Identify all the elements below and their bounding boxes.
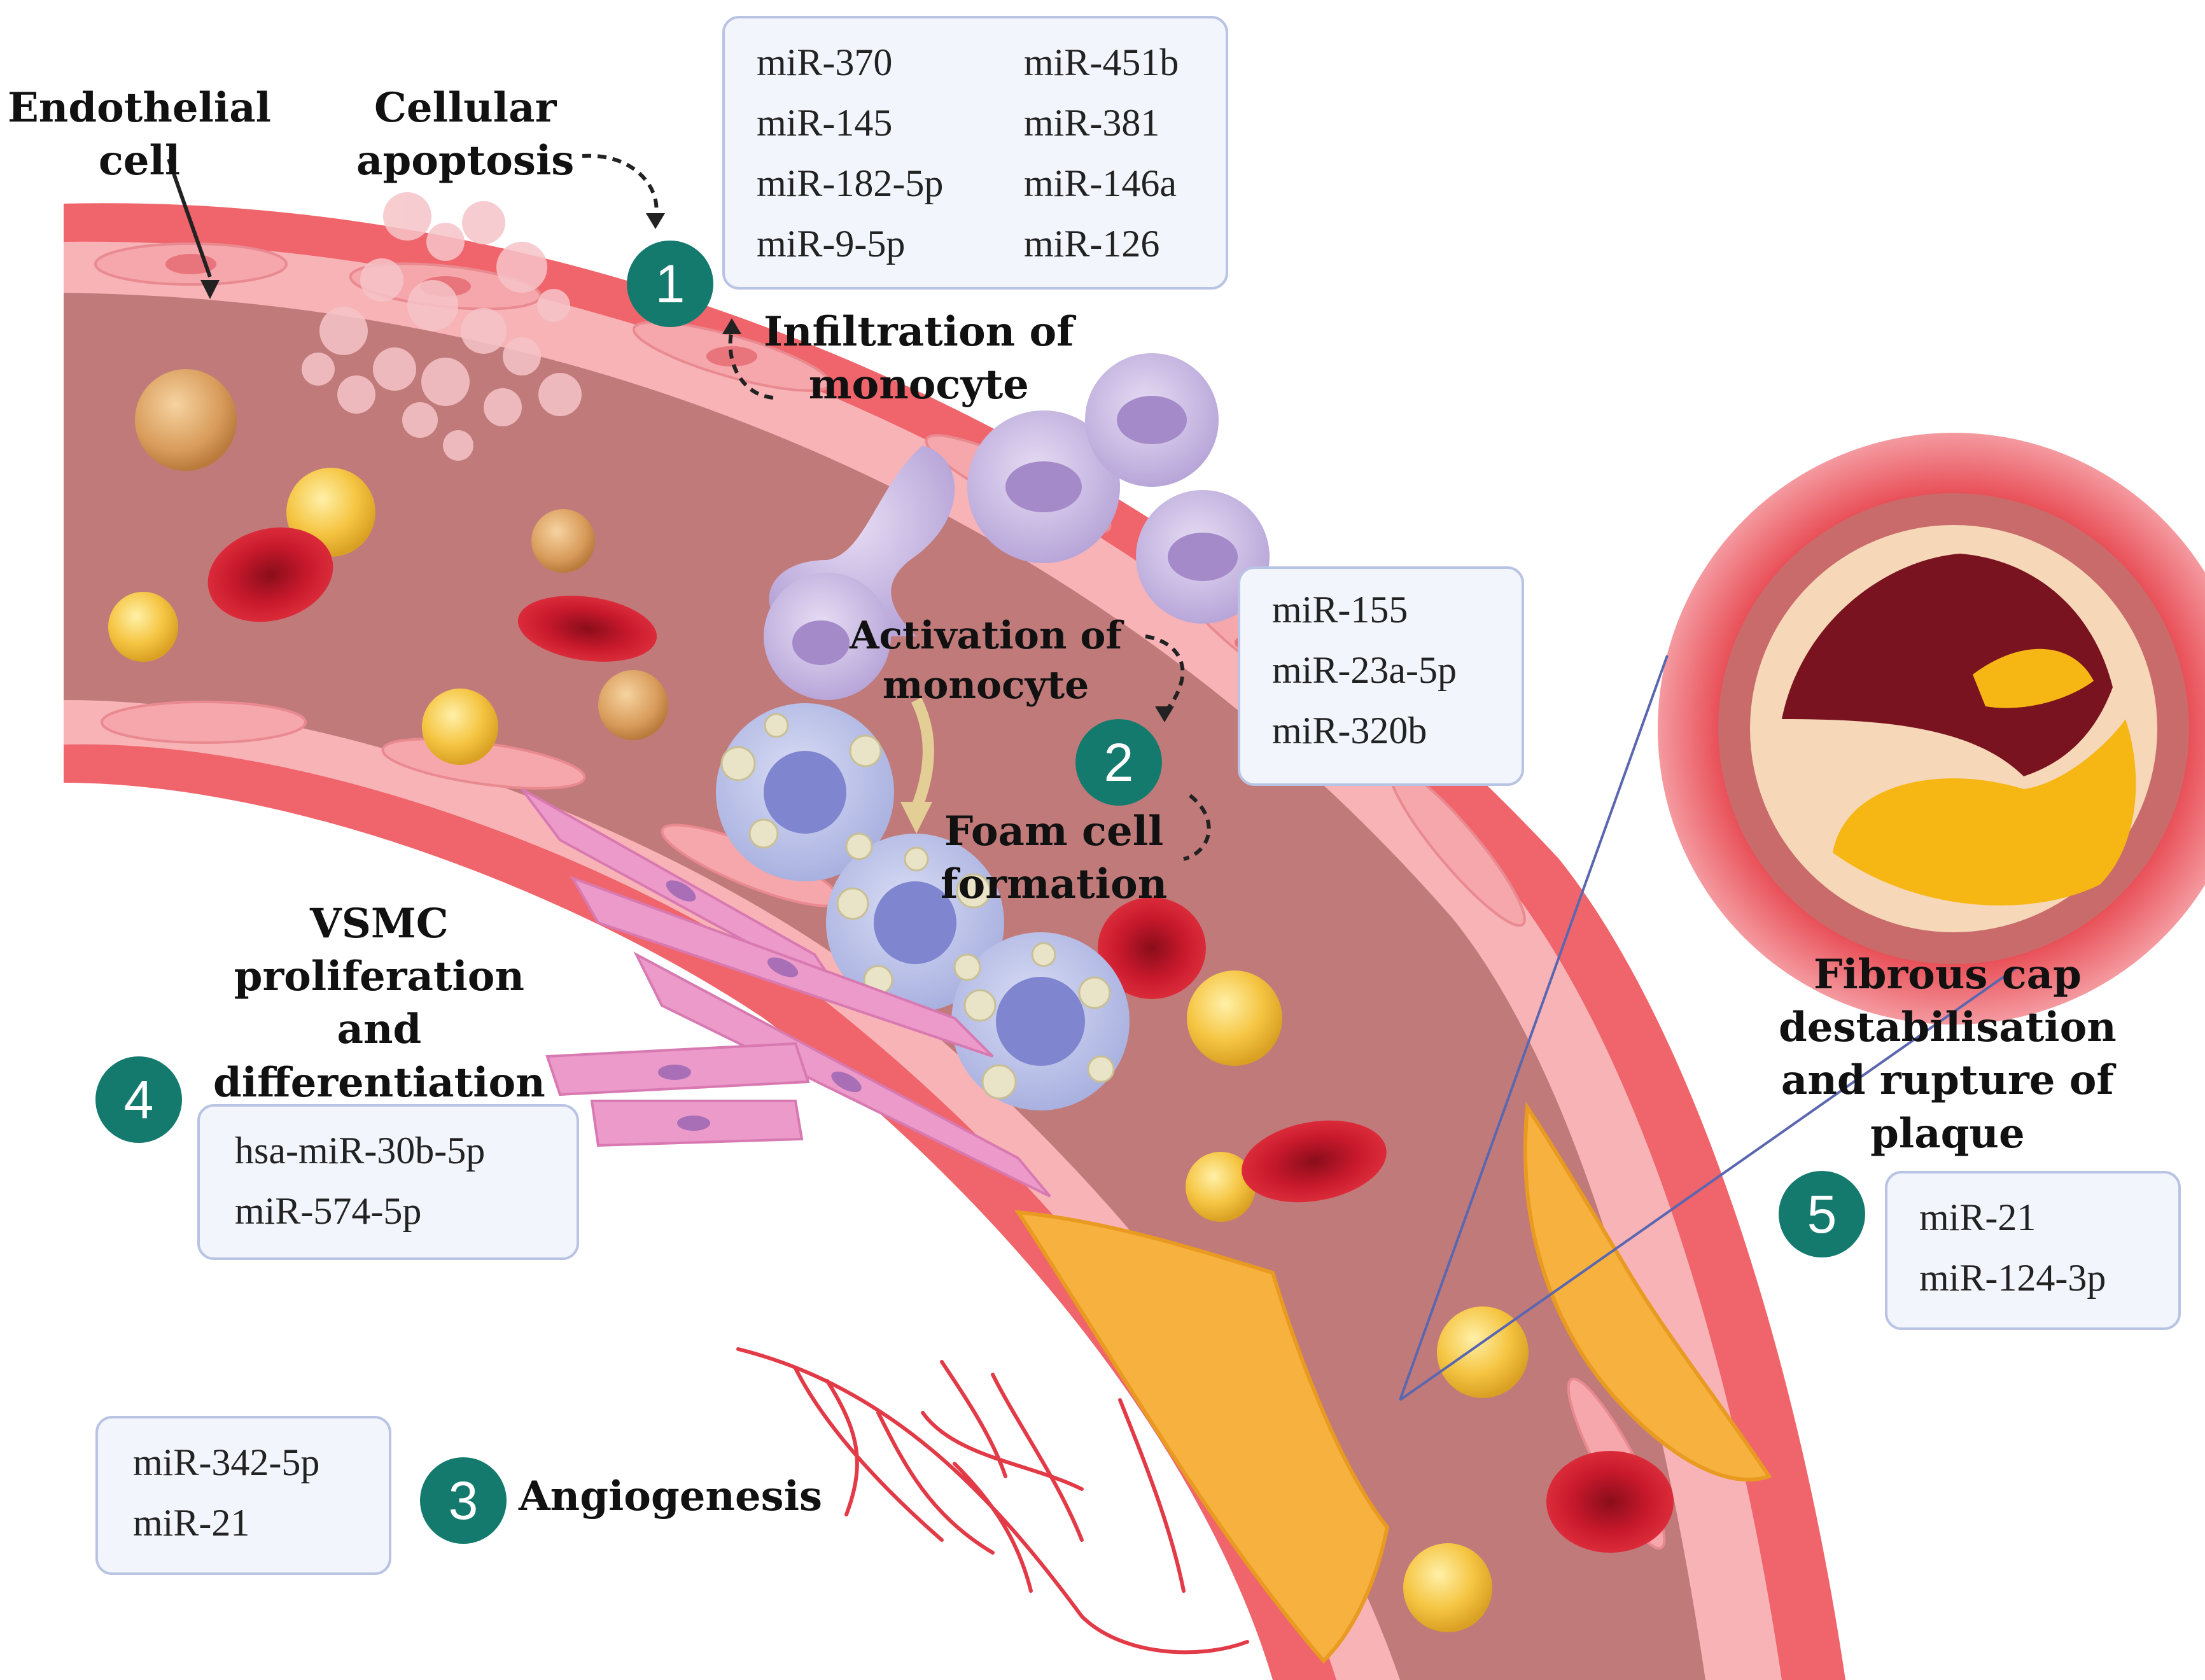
label-foam-cell: Foam cell formation (941, 805, 1167, 911)
mirna-item: miR-21 (1919, 1196, 2036, 1238)
mirna-item: miR-145 (757, 102, 893, 144)
mirna-item: miR-146a (1024, 162, 1177, 204)
mirna-item: miR-342-5p (133, 1441, 320, 1483)
mirna-item: miR-320b (1272, 710, 1427, 752)
zoom-line (1399, 966, 2019, 1401)
label-endothelial-cell: Endothelial cell (8, 81, 271, 187)
step-badge-2: 2 (1075, 719, 1162, 806)
label-vsmc: VSMC proliferation and differentiation (213, 897, 545, 1109)
label-endothelial-cell-text: Endothelial cell (8, 84, 271, 185)
label-cellular-apoptosis-text: Cellular apoptosis (356, 84, 575, 185)
mirna-item: miR-23a-5p (1272, 649, 1457, 691)
arrowheads (200, 213, 1174, 834)
label-vsmc-text: VSMC proliferation and differentiation (213, 900, 545, 1107)
label-angiogenesis: Angiogenesis (519, 1470, 822, 1523)
smooth-muscle-nuclei (658, 880, 862, 1131)
label-infiltration: Infiltration of monocyte (764, 305, 1074, 411)
mirna-box-step-1: miR-370 miR-451b miR-145 miR-381 miR-182… (722, 16, 1228, 290)
mirna-box-step-5: miR-21 miR-124-3p (1885, 1171, 2181, 1330)
plaques (1014, 1102, 1772, 1664)
mirna-item: miR-182-5p (757, 162, 944, 204)
mirna-item: miR-9-5p (757, 223, 906, 265)
foam-cells (716, 703, 1130, 1110)
label-cellular-apoptosis: Cellular apoptosis (356, 81, 574, 187)
mirna-item: miR-126 (1024, 223, 1160, 265)
mirna-item: miR-370 (757, 41, 893, 83)
label-fibrous-cap-text: Fibrous cap destabilisation and rupture … (1779, 951, 2117, 1158)
mirna-item: miR-574-5p (235, 1190, 422, 1232)
step-badge-3: 3 (420, 1457, 507, 1544)
mirna-item: miR-381 (1024, 102, 1160, 144)
step-badge-5: 5 (1779, 1171, 1865, 1257)
label-activation-text: Activation of monocyte (850, 613, 1123, 708)
monocytes (764, 353, 1270, 700)
label-fibrous-cap: Fibrous cap destabilisation and rupture … (1779, 948, 2117, 1160)
mirna-item: miR-155 (1272, 589, 1408, 631)
mirna-item: miR-21 (133, 1502, 250, 1544)
label-foam-cell-text: Foam cell formation (941, 808, 1168, 909)
red-blood-cells (207, 527, 1674, 1553)
step-badge-4: 4 (95, 1056, 182, 1143)
arrows (167, 153, 1211, 861)
mirna-box-step-4: hsa-miR-30b-5p miR-574-5p (197, 1104, 579, 1260)
mirna-item: hsa-miR-30b-5p (235, 1130, 486, 1172)
label-activation: Activation of monocyte (850, 611, 1122, 710)
lipid-droplets (108, 369, 1529, 1632)
plaque-cross-section (1658, 433, 2205, 1025)
mirna-item: miR-124-3p (1919, 1257, 2106, 1299)
apoptotic-debris (302, 192, 582, 461)
angiogenesis-vessels (736, 1347, 1249, 1655)
mirna-box-step-3: miR-342-5p miR-21 (95, 1416, 391, 1575)
label-infiltration-text: Infiltration of monocyte (764, 308, 1074, 409)
label-angiogenesis-text: Angiogenesis (519, 1473, 823, 1520)
step-badge-1: 1 (627, 241, 713, 327)
mirna-box-step-2: miR-155 miR-23a-5p miR-320b (1238, 566, 1524, 786)
mirna-item: miR-451b (1024, 41, 1179, 83)
zoom-line (1399, 655, 1669, 1401)
